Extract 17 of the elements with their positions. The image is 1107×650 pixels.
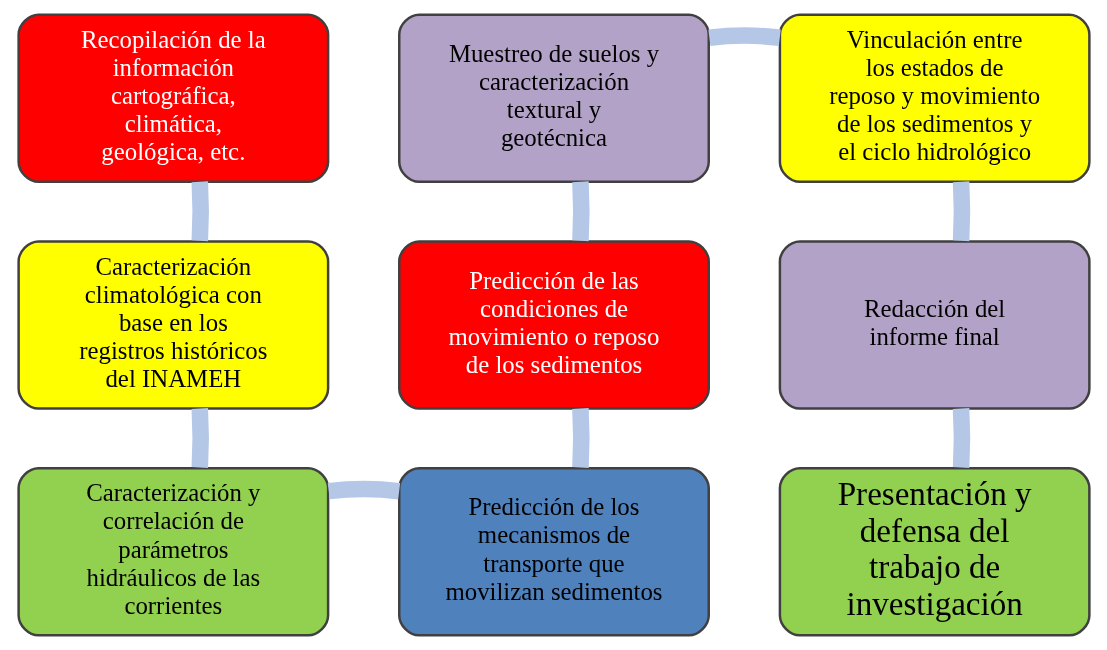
connector [952, 181, 970, 242]
connector [708, 27, 781, 46]
node-box: Redacción del informe final [778, 240, 1091, 410]
node-box: Presentación y defensa del trabajo de investigación [778, 466, 1091, 637]
connector [571, 181, 590, 242]
node-box: Predicción de los mecanismos de transporte que movilizan sedimentos [397, 466, 710, 637]
connector [952, 408, 970, 468]
node-box: Caracterización climatológica con base en los registros históricos del INAMEH [16, 240, 329, 410]
connector [327, 480, 400, 500]
connector [191, 181, 209, 242]
connector [571, 408, 590, 468]
node-box: Recopilación de la información cartográfica, climática, geológica, etc. [16, 13, 329, 184]
node-box: Caracterización y correlación de parámetros hidráulicos de las corrientes [16, 466, 329, 637]
node-box: Vinculación entre los estados de reposo y movimiento de los sedimentos y el ciclo hidrológico [778, 13, 1091, 184]
node-box: Muestreo de suelos y caracterización textural y geotécnica [397, 13, 710, 184]
connector [191, 408, 209, 468]
node-box: Predicción de las condiciones de movimiento o reposo de los sedimentos [397, 240, 710, 410]
